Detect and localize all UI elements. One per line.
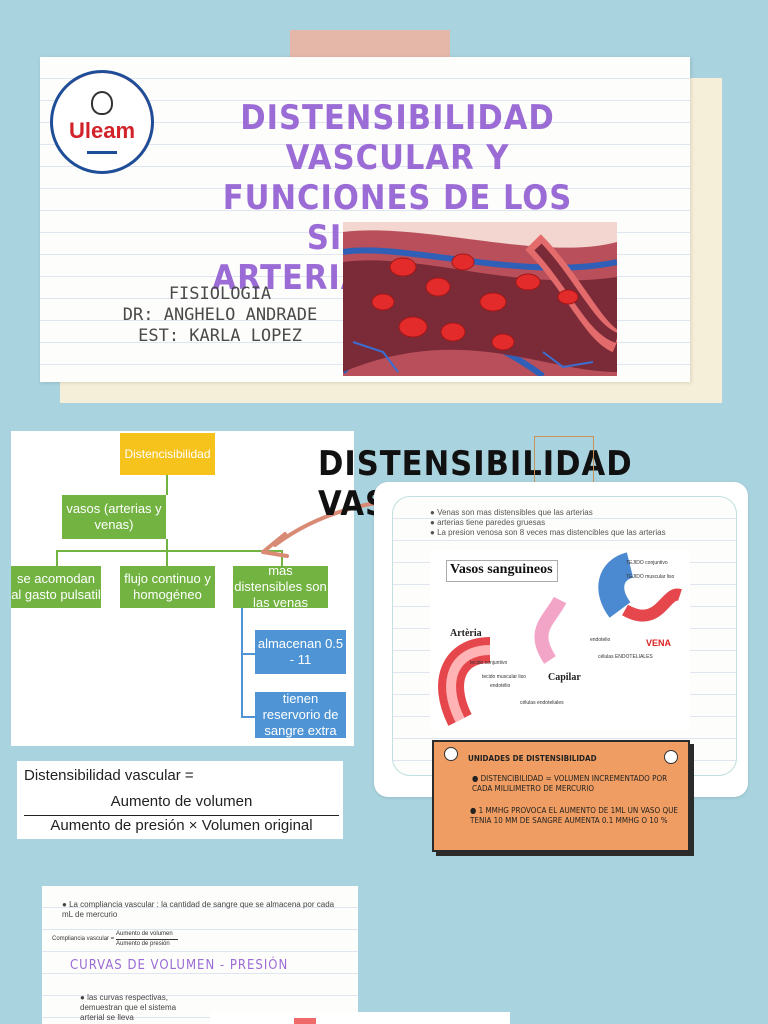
connector-blue-vertical (241, 608, 243, 718)
connector-root (166, 475, 168, 495)
units-item-1: ● DISTENCIBILIDAD = VOLUMEN INCREMENTADO… (472, 774, 668, 793)
label-tecido-conjuntivo: tecido conjuntivo (470, 660, 508, 666)
diagram-level2-2: flujo continuo y homogéneo (120, 566, 215, 608)
uleam-logo: Uleam (50, 70, 154, 174)
title-frame (534, 436, 594, 486)
diagram-level3-2: tienen reservorio de sangre extra (255, 691, 346, 738)
label-vena: VENA (646, 638, 672, 648)
subtitle-line-3: EST: KARLA LOPEZ (138, 326, 302, 346)
label-tejido-muscular: TEJIDO muscular liso (626, 574, 675, 580)
label-arteria: Artèria (450, 628, 482, 639)
logo-face-icon (91, 91, 113, 115)
vessels-figure: Vasos sanguineos Artèria Capilar VENA TE… (430, 550, 690, 730)
label-celulas-endoteliales: células endoteliales (520, 700, 564, 706)
pin-right-icon (664, 750, 678, 764)
bullet-2: ● arterias tiene paredes gruesas (430, 518, 546, 527)
mini-formula-bar (116, 939, 178, 940)
pin-left-icon (444, 747, 458, 761)
connector-level1 (166, 539, 168, 551)
label-endotelio: endotelio (590, 637, 611, 643)
bullet-1: ● Venas son mas distensibles que las art… (430, 508, 593, 517)
units-item-2: ● 1 MMHG PROVOCA EL AUMENTO DE 1ML UN VA… (470, 806, 678, 825)
formula-numerator: Aumento de volumen (110, 793, 253, 810)
blood-vessel-image (343, 222, 617, 376)
notes-bullets: ● Venas son mas distensibles que las art… (430, 508, 730, 538)
diagram-root: Distencisibilidad (120, 433, 215, 475)
bullet-3: ● La presion venosa son 8 veces mas dist… (430, 528, 666, 537)
connector-horizontal (56, 550, 282, 552)
diagram-level2-3: mas distensibles son las venas (233, 563, 328, 610)
logo-text: Uleam (68, 118, 136, 143)
label-tecido-muscular: tecido muscular liso (482, 674, 526, 680)
bottom-bullet-2: ● las curvas respectivas, demuestran que… (80, 993, 177, 1022)
label-tejido-conjuntivo: TEJIDO conjuntivo (626, 560, 668, 566)
figure-title: Vasos sanguineos (450, 562, 553, 577)
bottom-card-2 (210, 1012, 510, 1024)
formula-denominator: Aumento de presión × Volumen original (50, 817, 313, 834)
vessels-drawing (438, 552, 682, 726)
formula-lhs: Distensibilidad vascular = (24, 767, 194, 784)
figure-title-box (446, 560, 558, 582)
connector-right (281, 550, 283, 566)
logo-subtext-bar (87, 151, 117, 154)
connector-blue-1 (241, 653, 255, 655)
mini-formula-lhs: Compliancia vascular = (52, 936, 115, 942)
subtitle-line-1: FISIOLOGIA (168, 284, 272, 304)
connector-left (56, 550, 58, 566)
title-line-1: DISTENSIBILIDAD VASCULAR Y (240, 98, 555, 178)
subtitle-line-2: DR: ANGHELO ANDRADE (122, 305, 318, 325)
formula-panel (17, 761, 343, 839)
label-endotelio-art: endotélio (490, 683, 511, 689)
bottom-bullet-1: ● La compliancia vascular : la cantidad … (62, 900, 335, 919)
bottom-pink-mark (294, 1018, 316, 1024)
mini-formula-num: Aumento de volumen (116, 931, 173, 937)
label-capilar: Capilar (548, 672, 581, 683)
diagram-level3-1: almacenan 0.5 - 11 (255, 630, 346, 674)
connector-blue-2 (241, 716, 255, 718)
formula-fraction-bar (24, 815, 339, 816)
mini-formula-den: Aumento de presión (116, 941, 170, 947)
connector-mid (166, 550, 168, 566)
subtitle: FISIOLOGIA DR: ANGHELO ANDRADE EST: KARL… (105, 284, 335, 347)
units-title: UNIDADES DE DISTENSIBILIDAD (468, 754, 597, 763)
units-box (432, 740, 690, 852)
label-celulas: células ENDOTELIALES (598, 654, 653, 660)
diagram-level1: vasos (arterias y venas) (62, 495, 166, 539)
curves-heading: CURVAS DE VOLUMEN - PRESIÓN (70, 958, 289, 973)
diagram-level2-1: se acomodan al gasto pulsatil (11, 566, 101, 608)
bottom-card (42, 886, 358, 1024)
